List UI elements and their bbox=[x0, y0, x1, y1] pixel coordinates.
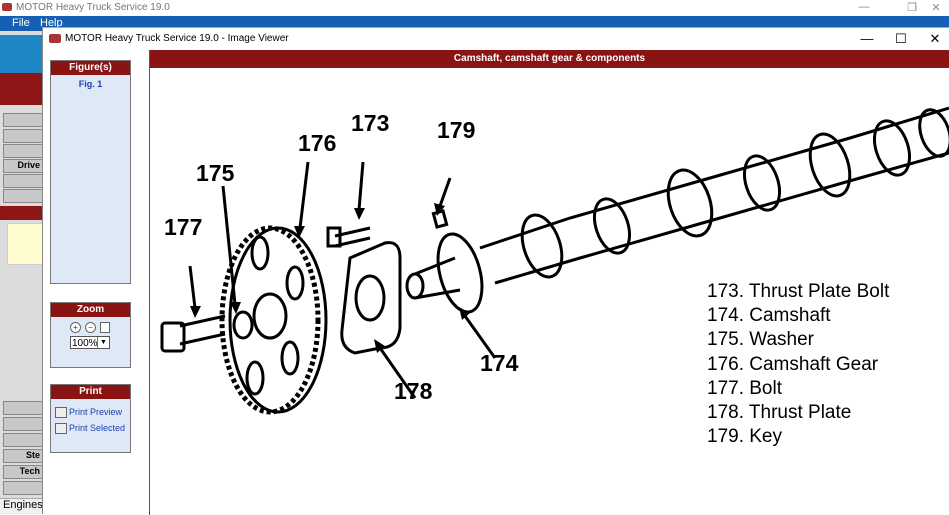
menu-file[interactable]: File bbox=[12, 17, 30, 29]
app-icon bbox=[2, 3, 12, 11]
app-icon bbox=[49, 34, 61, 43]
callout-176: 176 bbox=[298, 130, 337, 156]
close-button[interactable]: ✕ bbox=[929, 31, 941, 46]
bg-close-button[interactable]: ✕ bbox=[931, 2, 941, 14]
print-preview-label: Print Preview bbox=[69, 407, 123, 417]
image-viewer-title-bar: MOTOR Heavy Truck Service 19.0 - Image V… bbox=[43, 28, 949, 50]
menu-help[interactable]: Help bbox=[40, 17, 63, 29]
bg-row-ste: Ste bbox=[3, 449, 43, 463]
bg-minimize-button[interactable]: — bbox=[858, 1, 870, 13]
bg-row-drive: Drive bbox=[3, 159, 43, 173]
callout-175: 175 bbox=[196, 160, 235, 186]
zoom-in-icon[interactable]: + bbox=[70, 322, 81, 333]
zoom-out-icon[interactable]: − bbox=[85, 322, 96, 333]
zoom-value: 100% bbox=[72, 338, 98, 349]
bg-window-title: MOTOR Heavy Truck Service 19.0 bbox=[16, 2, 170, 13]
legend-item-175: 175. Washer bbox=[707, 329, 815, 350]
print-links: Print Preview Print Selected bbox=[51, 399, 130, 452]
image-viewer-window: MOTOR Heavy Truck Service 19.0 - Image V… bbox=[42, 27, 949, 515]
figures-heading: Figure(s) bbox=[51, 61, 130, 75]
camshaft-diagram bbox=[160, 106, 949, 415]
bg-row-tech: Tech bbox=[3, 465, 43, 479]
bg-row bbox=[3, 144, 43, 158]
callout-173: 173 bbox=[351, 110, 390, 136]
printer-icon bbox=[55, 423, 67, 435]
bg-note-box bbox=[7, 223, 45, 265]
figures-panel: Figure(s) Fig. 1 bbox=[50, 60, 131, 284]
bg-title-bar: MOTOR Heavy Truck Service 19.0 — ❐ ✕ bbox=[0, 0, 949, 16]
bg-app-sidebar: Drive Ste Tech bbox=[0, 31, 46, 514]
bg-restore-button[interactable]: ❐ bbox=[907, 2, 917, 14]
callout-177: 177 bbox=[164, 214, 203, 240]
zoom-panel: Zoom + − 100% ▼ bbox=[50, 302, 131, 368]
figures-list: Fig. 1 bbox=[51, 75, 130, 283]
bg-row bbox=[3, 174, 43, 188]
bg-logo-band bbox=[0, 35, 46, 73]
print-heading: Print bbox=[51, 385, 130, 399]
bg-row bbox=[3, 433, 43, 447]
zoom-controls: + − 100% ▼ bbox=[51, 317, 130, 367]
bg-row bbox=[3, 113, 43, 127]
bg-row bbox=[3, 189, 43, 203]
minimize-button[interactable]: — bbox=[860, 31, 874, 46]
image-title: Camshaft, camshaft gear & components bbox=[150, 50, 949, 68]
legend-item-173: 173. Thrust Plate Bolt bbox=[707, 281, 890, 302]
print-preview-icon bbox=[55, 407, 67, 419]
image-area: Camshaft, camshaft gear & components bbox=[150, 50, 949, 515]
print-panel: Print Print Preview Print Selected bbox=[50, 384, 131, 453]
bg-header-band bbox=[0, 73, 46, 105]
bg-row bbox=[3, 401, 43, 415]
zoom-select[interactable]: 100% ▼ bbox=[70, 336, 110, 349]
bg-row bbox=[3, 417, 43, 431]
legend-item-178: 178. Thrust Plate bbox=[707, 402, 852, 423]
callout-174: 174 bbox=[480, 350, 519, 376]
maximize-button[interactable]: ☐ bbox=[895, 31, 907, 46]
legend-item-176: 176. Camshaft Gear bbox=[707, 354, 879, 375]
print-selected-label: Print Selected bbox=[69, 423, 126, 433]
callout-178: 178 bbox=[394, 378, 433, 404]
chevron-down-icon: ▼ bbox=[97, 337, 109, 348]
legend-item-174: 174. Camshaft bbox=[707, 305, 831, 326]
bg-status-bar: Engines bbox=[0, 498, 46, 514]
bg-section-band bbox=[0, 206, 46, 220]
legend-item-179: 179. Key bbox=[707, 426, 782, 447]
page-icon[interactable] bbox=[100, 322, 110, 333]
zoom-heading: Zoom bbox=[51, 303, 130, 317]
image-viewer-title: MOTOR Heavy Truck Service 19.0 - Image V… bbox=[65, 33, 289, 44]
figure-link-1[interactable]: Fig. 1 bbox=[78, 79, 103, 89]
bg-row bbox=[3, 481, 43, 495]
print-preview-link[interactable]: Print Preview bbox=[55, 407, 123, 419]
legend-item-177: 177. Bolt bbox=[707, 378, 782, 399]
bg-row bbox=[3, 129, 43, 143]
left-panel: Figure(s) Fig. 1 Zoom + − 100% ▼ Print P… bbox=[43, 50, 150, 515]
callout-179: 179 bbox=[437, 117, 476, 143]
print-selected-link[interactable]: Print Selected bbox=[55, 423, 126, 435]
